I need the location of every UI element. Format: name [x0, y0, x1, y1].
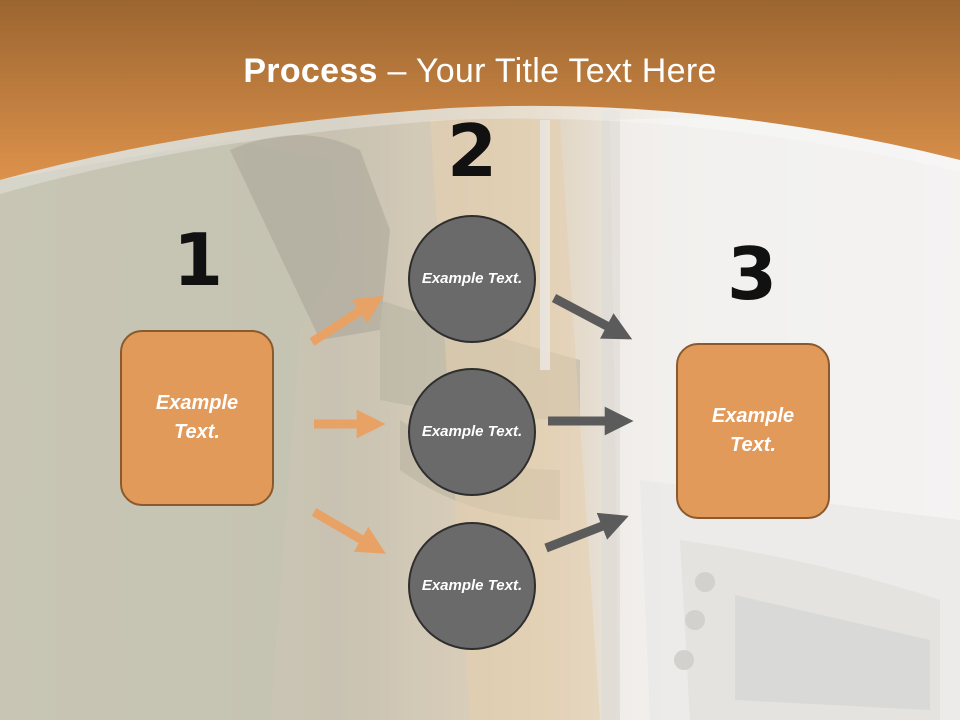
step-box-1-label: Example Text. [155, 392, 239, 443]
header-band [0, 0, 960, 180]
step-box-1: Example Text. [120, 330, 274, 506]
step-circle-3: Example Text. [408, 522, 536, 650]
step-number-3: 3 [726, 232, 778, 316]
step-circle-2-label: Example Text. [421, 423, 523, 441]
step-circle-1-label: Example Text. [421, 270, 523, 288]
step-box-3-label: Example Text. [711, 405, 795, 456]
step-number-2: 2 [446, 109, 498, 193]
step-circle-2: Example Text. [408, 368, 536, 496]
step-box-3: Example Text. [676, 343, 830, 519]
step-circle-3-label: Example Text. [421, 577, 523, 595]
step-circle-1: Example Text. [408, 215, 536, 343]
title-rest: – Your Title Text Here [377, 52, 717, 90]
slide-title: Process – Your Title Text Here [0, 52, 960, 91]
step-number-1: 1 [172, 218, 224, 302]
title-bold: Process [243, 52, 378, 90]
